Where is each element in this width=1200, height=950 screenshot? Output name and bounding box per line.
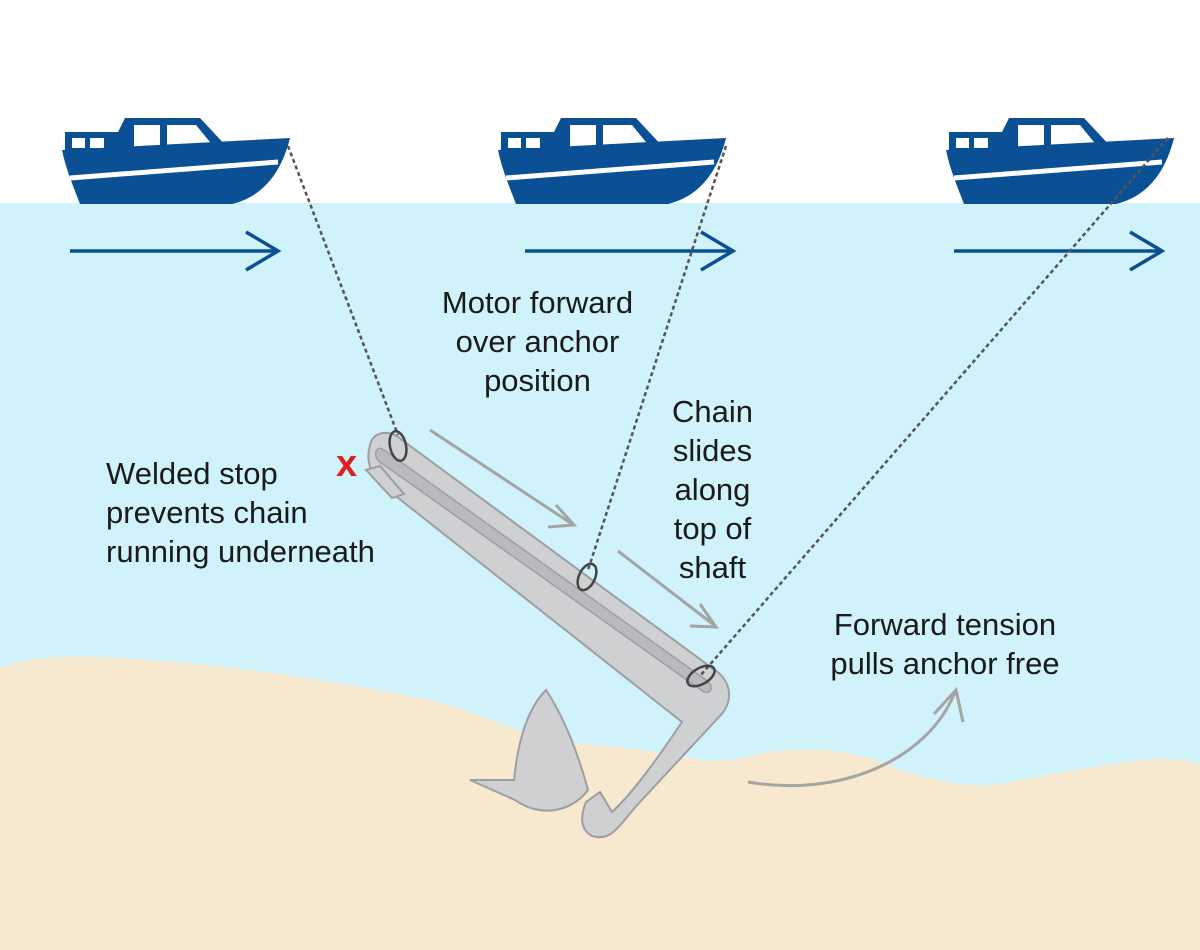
motor-forward-label: Motor forward over anchor position <box>405 283 670 400</box>
label-line: top of <box>673 511 752 546</box>
chain-line <box>286 145 400 436</box>
label-line: position <box>484 363 591 398</box>
chain-link-icon <box>686 664 716 688</box>
welded-stop-marker: x <box>336 443 357 485</box>
slide-arrow-icon <box>429 428 578 529</box>
chain-slides-label: Chain slides along top of shaft <box>645 392 780 587</box>
label-line: along <box>674 472 751 507</box>
label-line: Forward tension <box>833 607 1057 642</box>
slide-arrow-icon <box>617 549 719 629</box>
label-line: pulls anchor free <box>830 646 1060 681</box>
label-line: Welded stop <box>106 456 278 491</box>
welded-stop-label: Welded stop prevents chain running under… <box>106 454 446 571</box>
slide-arrows <box>429 428 719 629</box>
label-line: shaft <box>678 550 747 585</box>
curved-arrow-icon <box>747 686 965 788</box>
label-line: running underneath <box>106 534 375 569</box>
chains <box>286 137 1169 688</box>
chain-line <box>586 145 728 571</box>
label-line: Motor forward <box>441 285 634 320</box>
chain-link-icon <box>388 429 408 463</box>
label-line: prevents chain <box>106 495 308 530</box>
chain-link-icon <box>576 562 598 592</box>
label-line: Chain <box>672 394 753 429</box>
label-line: slides <box>672 433 753 468</box>
label-line: over anchor <box>455 324 620 359</box>
forward-tension-label: Forward tension pulls anchor free <box>795 605 1095 683</box>
